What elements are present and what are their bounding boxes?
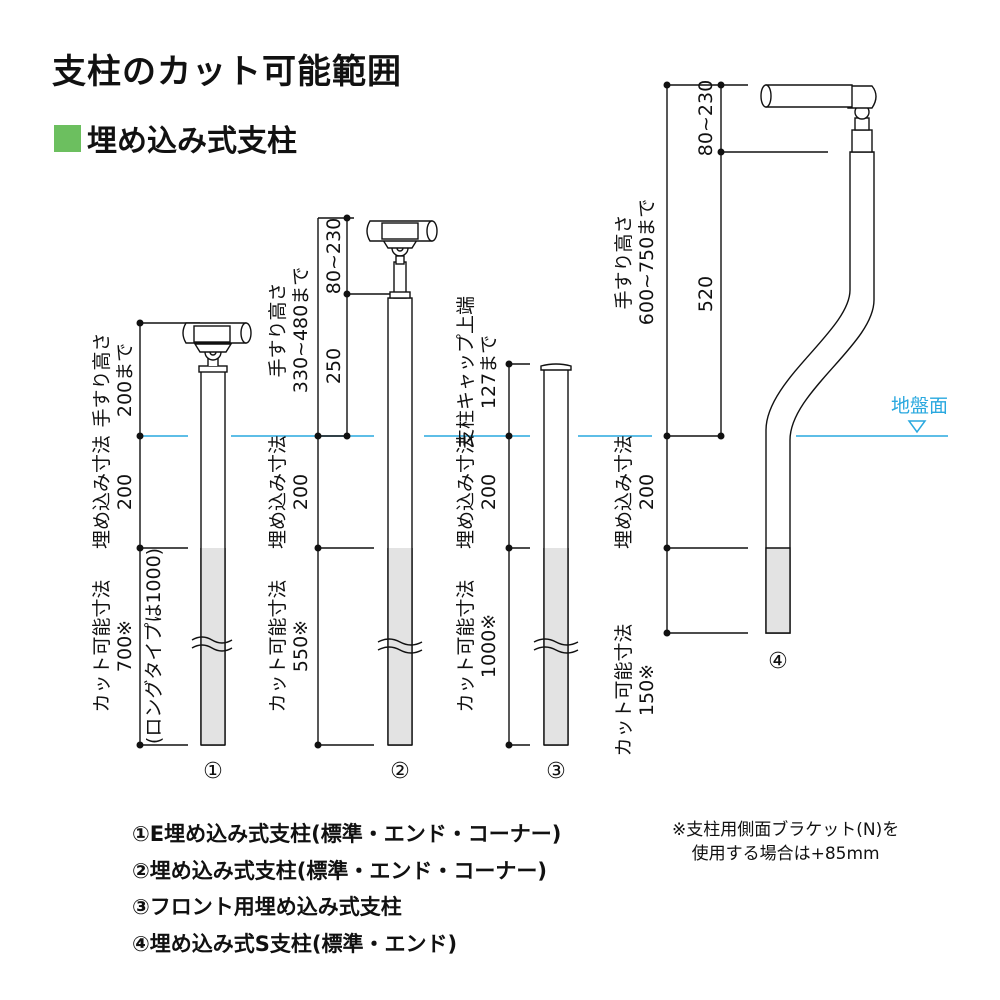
post-4-handrail-value: 600~750まで (636, 199, 658, 325)
post-2 (314, 214, 438, 749)
post-2-cut-value: 550※ (290, 620, 312, 672)
post-3-number: ③ (546, 759, 566, 784)
section-heading: 埋め込み式支柱 (54, 116, 297, 160)
legend-item-4: ④埋め込み式S支柱(標準・エンド) (132, 931, 458, 956)
post-2-handrail-label: 手すり高さ (267, 282, 289, 377)
post-4-number: ④ (768, 649, 788, 674)
post-1-embed-label: 埋め込み寸法 (91, 435, 113, 549)
post-1-cut-note: (ロングタイプは1000) (143, 548, 165, 744)
post-2-mid-value: 250 (323, 348, 345, 384)
post-3-cap-label: 支柱キャップ上端 (455, 296, 477, 448)
footnote-line-2: 使用する場合は+85mm (691, 844, 880, 864)
post-4-embed-label: 埋め込み寸法 (613, 435, 635, 549)
post-1-cut-value: 700※ (114, 620, 136, 672)
post-1-number: ① (203, 759, 223, 784)
post-2-embed-value: 200 (290, 474, 312, 510)
section-heading-text: 埋め込み式支柱 (87, 124, 297, 159)
post-1 (136, 319, 252, 749)
post-3 (505, 360, 579, 749)
post-4-mid-value: 520 (695, 276, 717, 312)
footnote: ※支柱用側面ブラケット(N)を 使用する場合は+85mm (672, 818, 899, 866)
post-1-cut-label: カット可能寸法 (91, 579, 113, 712)
post-4-handrail-label: 手すり高さ (613, 214, 635, 309)
post-4-top-value: 80~230 (695, 80, 717, 156)
green-square-icon (54, 124, 81, 152)
post-2-labels: 80~230 250 手すり高さ 330~480まで 埋め込み寸法 200 カッ… (267, 218, 410, 784)
ground-label: 地盤面 (891, 395, 948, 417)
post-4 (663, 81, 877, 637)
post-3-labels: 支柱キャップ上端 127まで 埋め込み寸法 200 カット可能寸法 1000※ … (455, 296, 566, 784)
post-3-embed-value: 200 (478, 474, 500, 510)
post-4-embed-value: 200 (636, 474, 658, 510)
post-2-cut-label: カット可能寸法 (267, 579, 289, 712)
post-1-handrail-value: 200まで (114, 343, 136, 417)
footnote-line-1: ※支柱用側面ブラケット(N)を (672, 820, 900, 840)
post-1-embed-value: 200 (114, 474, 136, 510)
legend: ①E埋め込み式支柱(標準・エンド・コーナー) ②埋め込み式支柱(標準・エンド・コ… (132, 816, 561, 962)
post-2-embed-label: 埋め込み寸法 (267, 435, 289, 549)
post-4-labels: 80~230 520 手すり高さ 600~750まで 埋め込み寸法 200 カッ… (613, 80, 788, 757)
post-1-handrail-label: 手すり高さ (91, 332, 113, 427)
legend-item-2: ②埋め込み式支柱(標準・エンド・コーナー) (132, 858, 547, 883)
post-2-number: ② (390, 759, 410, 784)
post-4-cut-value: 150※ (636, 664, 658, 716)
post-4-cut-label: カット可能寸法 (613, 623, 635, 756)
legend-item-3: ③フロント用埋め込み式支柱 (132, 895, 402, 919)
post-3-cap-value: 127まで (478, 335, 500, 409)
ground-marker-icon (907, 420, 927, 434)
post-2-handrail-value: 330~480まで (290, 267, 312, 393)
post-1-labels: 手すり高さ 200まで 埋め込み寸法 200 カット可能寸法 700※ (ロング… (91, 332, 223, 784)
post-3-embed-label: 埋め込み寸法 (455, 435, 477, 549)
legend-item-1: ①E埋め込み式支柱(標準・エンド・コーナー) (132, 822, 562, 846)
post-3-cut-value: 1000※ (478, 614, 500, 678)
page-title: 支柱のカット可能範囲 (52, 52, 402, 92)
post-2-top-value: 80~230 (323, 218, 345, 294)
post-3-cut-label: カット可能寸法 (455, 579, 477, 712)
